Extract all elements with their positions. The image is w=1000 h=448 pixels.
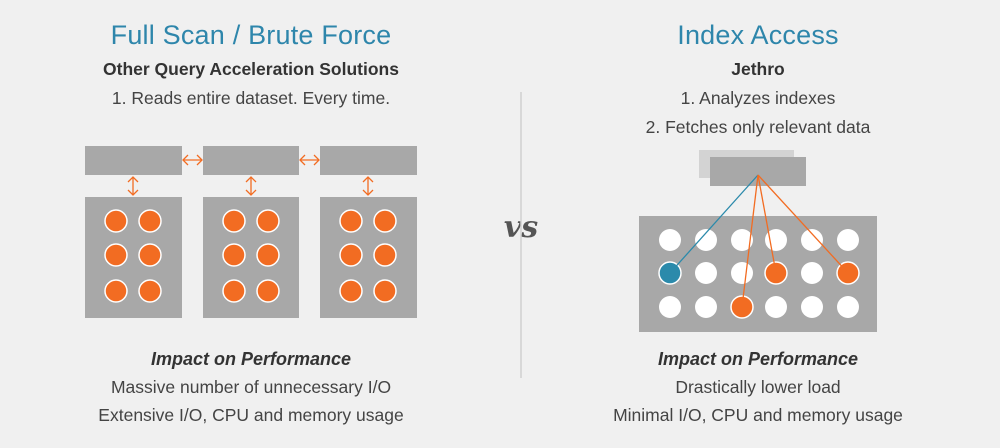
double-arrow-icon (362, 176, 374, 196)
double-arrow-icon (299, 154, 320, 166)
double-arrow-icon (127, 176, 139, 196)
left-data-block-3 (320, 197, 417, 318)
right-title: Index Access (677, 20, 839, 50)
right-impact-line-2: Minimal I/O, CPU and memory usage (613, 405, 903, 425)
index-bars (699, 150, 806, 186)
right-data-block (639, 216, 877, 332)
right-impact-line-1: Drastically lower load (675, 377, 841, 397)
header-bar-1 (85, 146, 182, 175)
left-title: Full Scan / Brute Force (110, 20, 392, 50)
left-subtitle: Other Query Acceleration Solutions (103, 59, 399, 79)
double-arrow-icon (182, 154, 203, 166)
left-data-block-1 (85, 197, 182, 318)
left-data-block-2 (203, 197, 299, 318)
left-vertical-arrows (127, 176, 374, 196)
index-pointer-lines (669, 174, 849, 308)
right-step-2: 2. Fetches only relevant data (645, 117, 871, 137)
right-step-1: 1. Analyzes indexes (680, 88, 836, 108)
left-impact-heading: Impact on Performance (150, 349, 352, 369)
index-bar-front (710, 157, 806, 186)
left-step-1: 1. Reads entire dataset. Every time. (111, 88, 391, 108)
left-impact-line-1: Massive number of unnecessary I/O (110, 377, 392, 397)
right-subtitle: Jethro (731, 59, 785, 79)
left-horizontal-arrows (182, 154, 320, 166)
double-arrow-icon (245, 176, 257, 196)
header-bar-2 (203, 146, 299, 175)
left-header-bars (85, 146, 417, 175)
left-impact-line-2: Extensive I/O, CPU and memory usage (98, 405, 404, 425)
header-bar-3 (320, 146, 417, 175)
right-impact-heading: Impact on Performance (657, 349, 859, 369)
